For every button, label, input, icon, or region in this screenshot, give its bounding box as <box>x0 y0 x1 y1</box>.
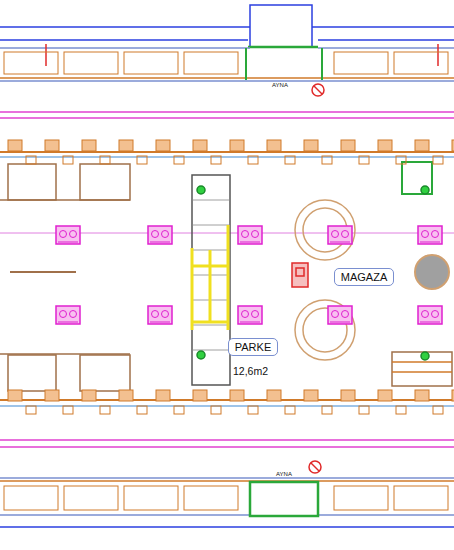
area-dimension: 12,6m2 <box>233 365 268 377</box>
room-label-box: PARKE <box>228 338 278 356</box>
mirror-label: AYNA <box>272 82 288 88</box>
room-label-box: MAGAZA <box>334 268 394 286</box>
room-name: PARKE <box>235 341 271 353</box>
mirror-label: AYNA <box>276 471 292 477</box>
room-name: MAGAZA <box>341 271 387 283</box>
